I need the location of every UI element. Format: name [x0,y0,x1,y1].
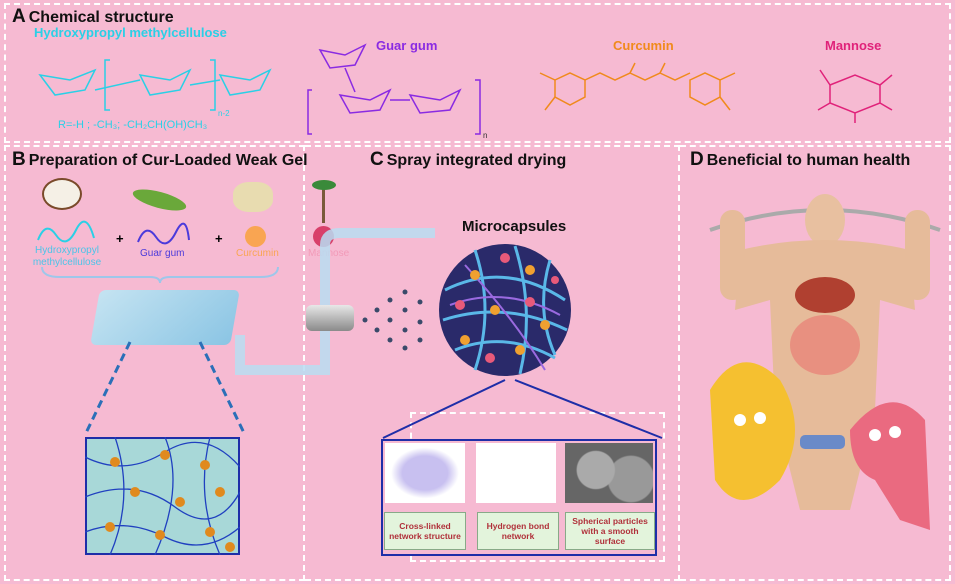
gel-network-inset [85,437,240,555]
spray-droplets [362,289,423,351]
panel-b [4,145,305,581]
feature-spherical-particles: Spherical particles with a smooth surfac… [565,512,655,550]
feature-cross-linked: Cross-linked network structure [384,512,466,550]
guar-chain-icon [137,222,190,245]
curcumin-structure [539,62,736,111]
palm-leaves-icon [312,180,336,190]
curcumin-ingredient-label: Curcumin [236,248,279,259]
panel-c [305,145,680,581]
curcumin-sphere-icon [245,226,266,247]
feature-hydrogen-bond: Hydrogen bond network [477,512,559,550]
inset-zoom-lines [382,379,663,439]
mannose-label: Mannose [825,38,882,53]
guar-ingredient-label: Guar gum [140,248,185,259]
hpmc-repeat-label: n-2 [218,109,230,118]
human-body-illustration [709,194,941,530]
zoom-lines [83,341,247,436]
sem-spheres-image [565,443,653,503]
microcapsules-label: Microcapsules [462,218,567,235]
palm-tree-icon [322,183,325,223]
cotton-icon [42,178,82,210]
gel-block [90,290,240,345]
ginger-icon [233,182,273,212]
panel-a [4,3,951,143]
hpmc-ingredient-label: Hydroxypropyl methylcellulose [32,245,102,268]
mannose-structure [817,69,893,123]
brace [41,266,279,284]
microcapsule [439,244,571,376]
spray-nozzle [306,305,354,331]
plus-sign-1: + [116,231,124,246]
hpmc-r-groups: R=-H ; -CH₃; -CH₂CH(OH)CH₃ [58,119,208,131]
panel-d [680,145,951,581]
guar-label: Guar gum [376,38,438,53]
plus-sign-2: + [215,231,223,246]
curcumin-label: Curcumin [613,38,674,53]
cross-linked-network-image [385,443,465,503]
guar-repeat-label: n [483,131,487,140]
hpmc-chain-icon [37,220,95,243]
feed-tube [235,228,435,375]
hpmc-label: Hydroxypropyl methylcellulose [34,25,227,40]
hpmc-structure: n-2 [38,59,272,118]
hydrogen-bond-network-image [476,443,556,503]
guar-structure: n [307,43,487,140]
